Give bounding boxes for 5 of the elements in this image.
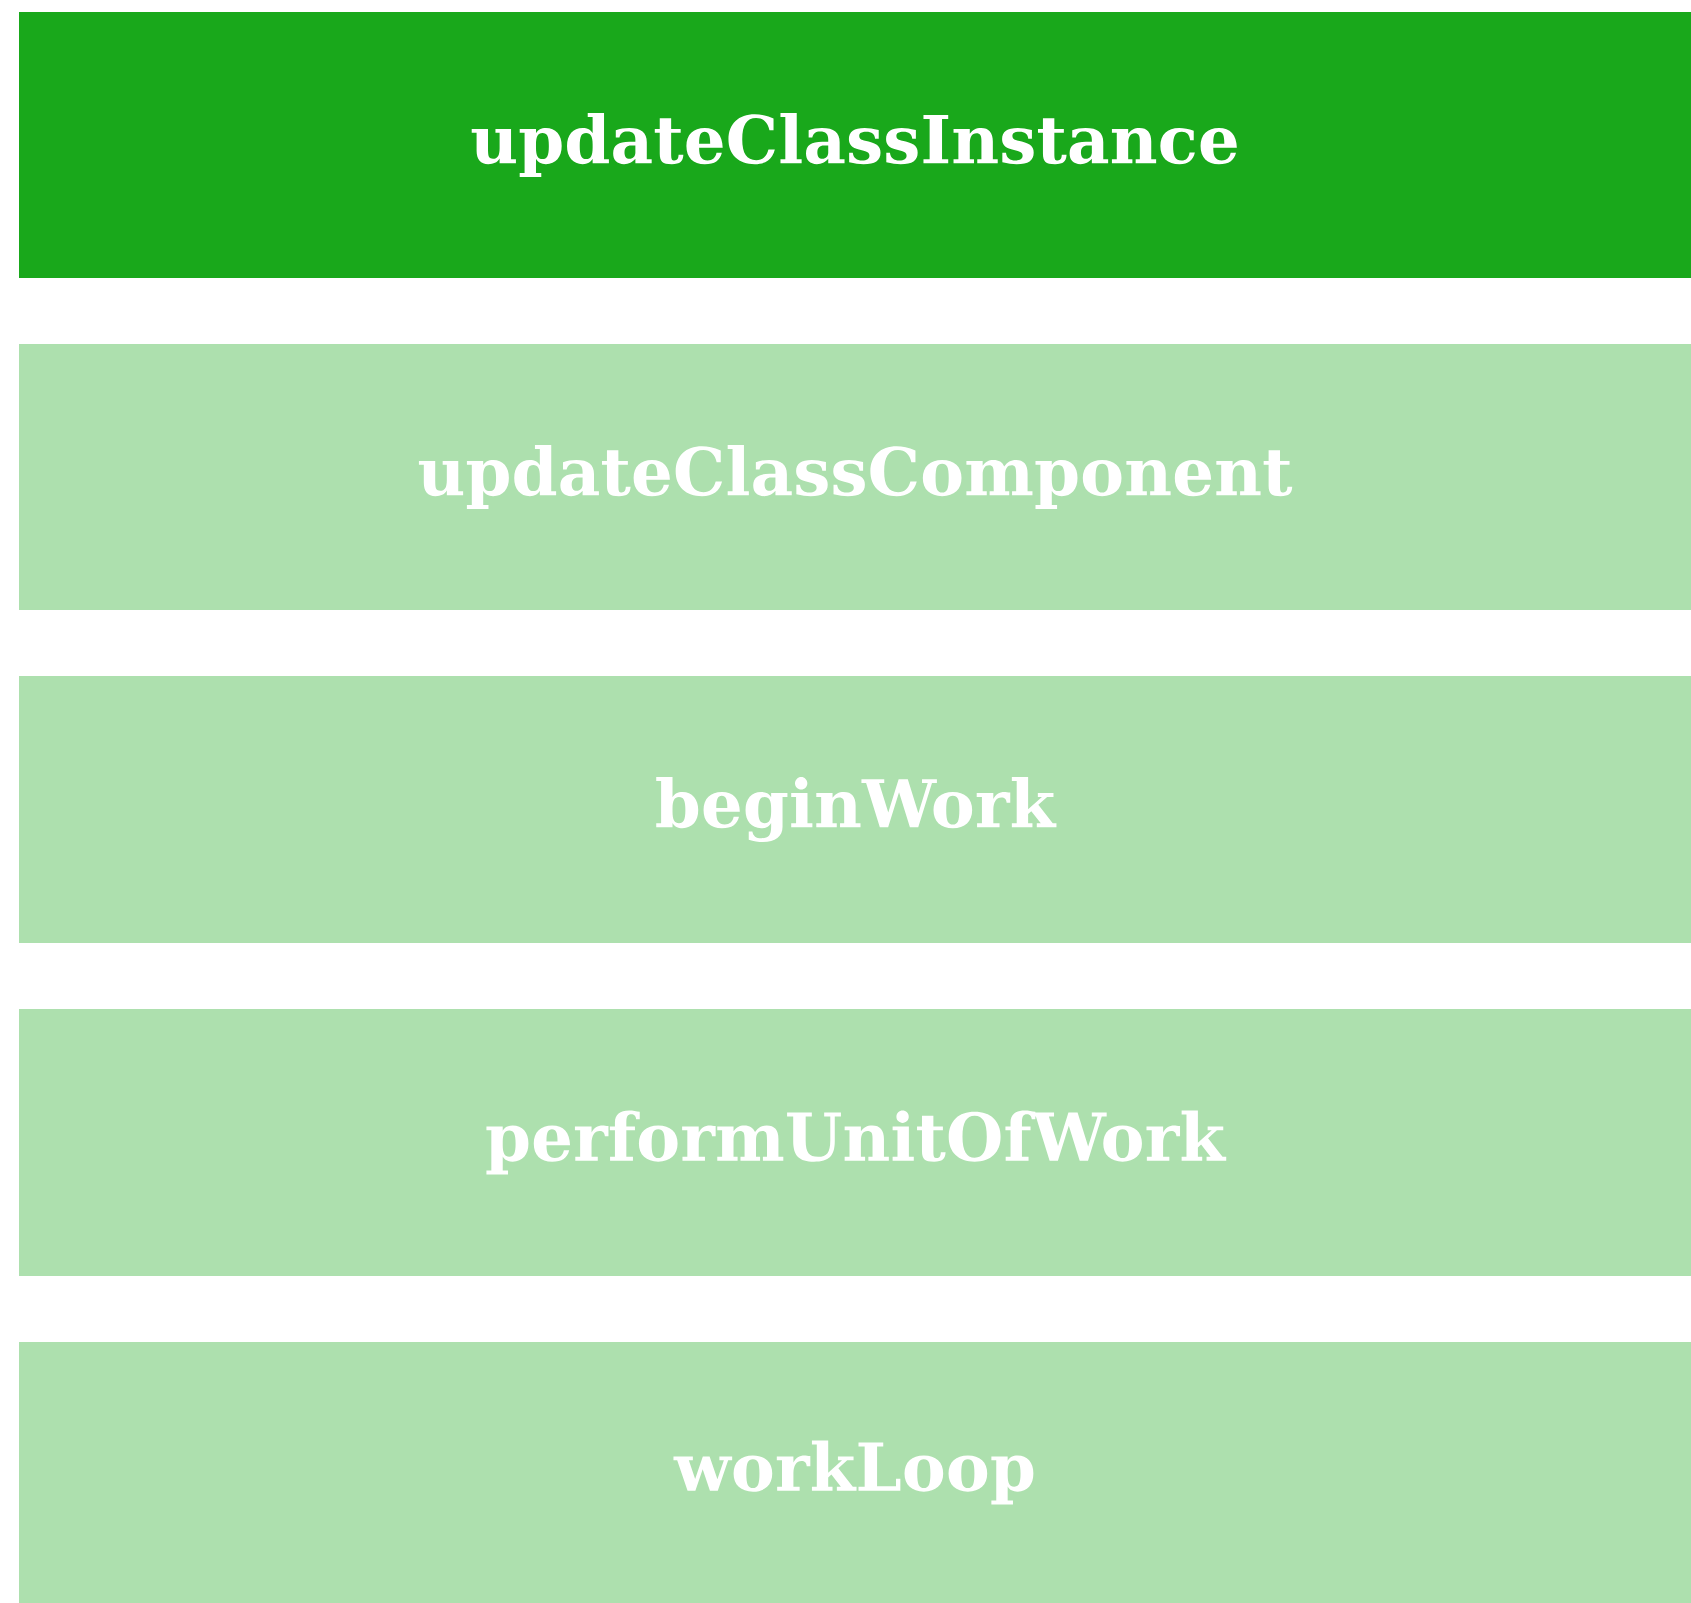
stack-frame-bar: updateClassComponent	[19, 344, 1691, 610]
stack-frame-bar: beginWork	[19, 676, 1691, 943]
stack-frame-bar: performUnitOfWork	[19, 1009, 1691, 1276]
stack-frame-bar: workLoop	[19, 1342, 1691, 1603]
stack-frame-bar: updateClassInstance	[19, 12, 1691, 278]
